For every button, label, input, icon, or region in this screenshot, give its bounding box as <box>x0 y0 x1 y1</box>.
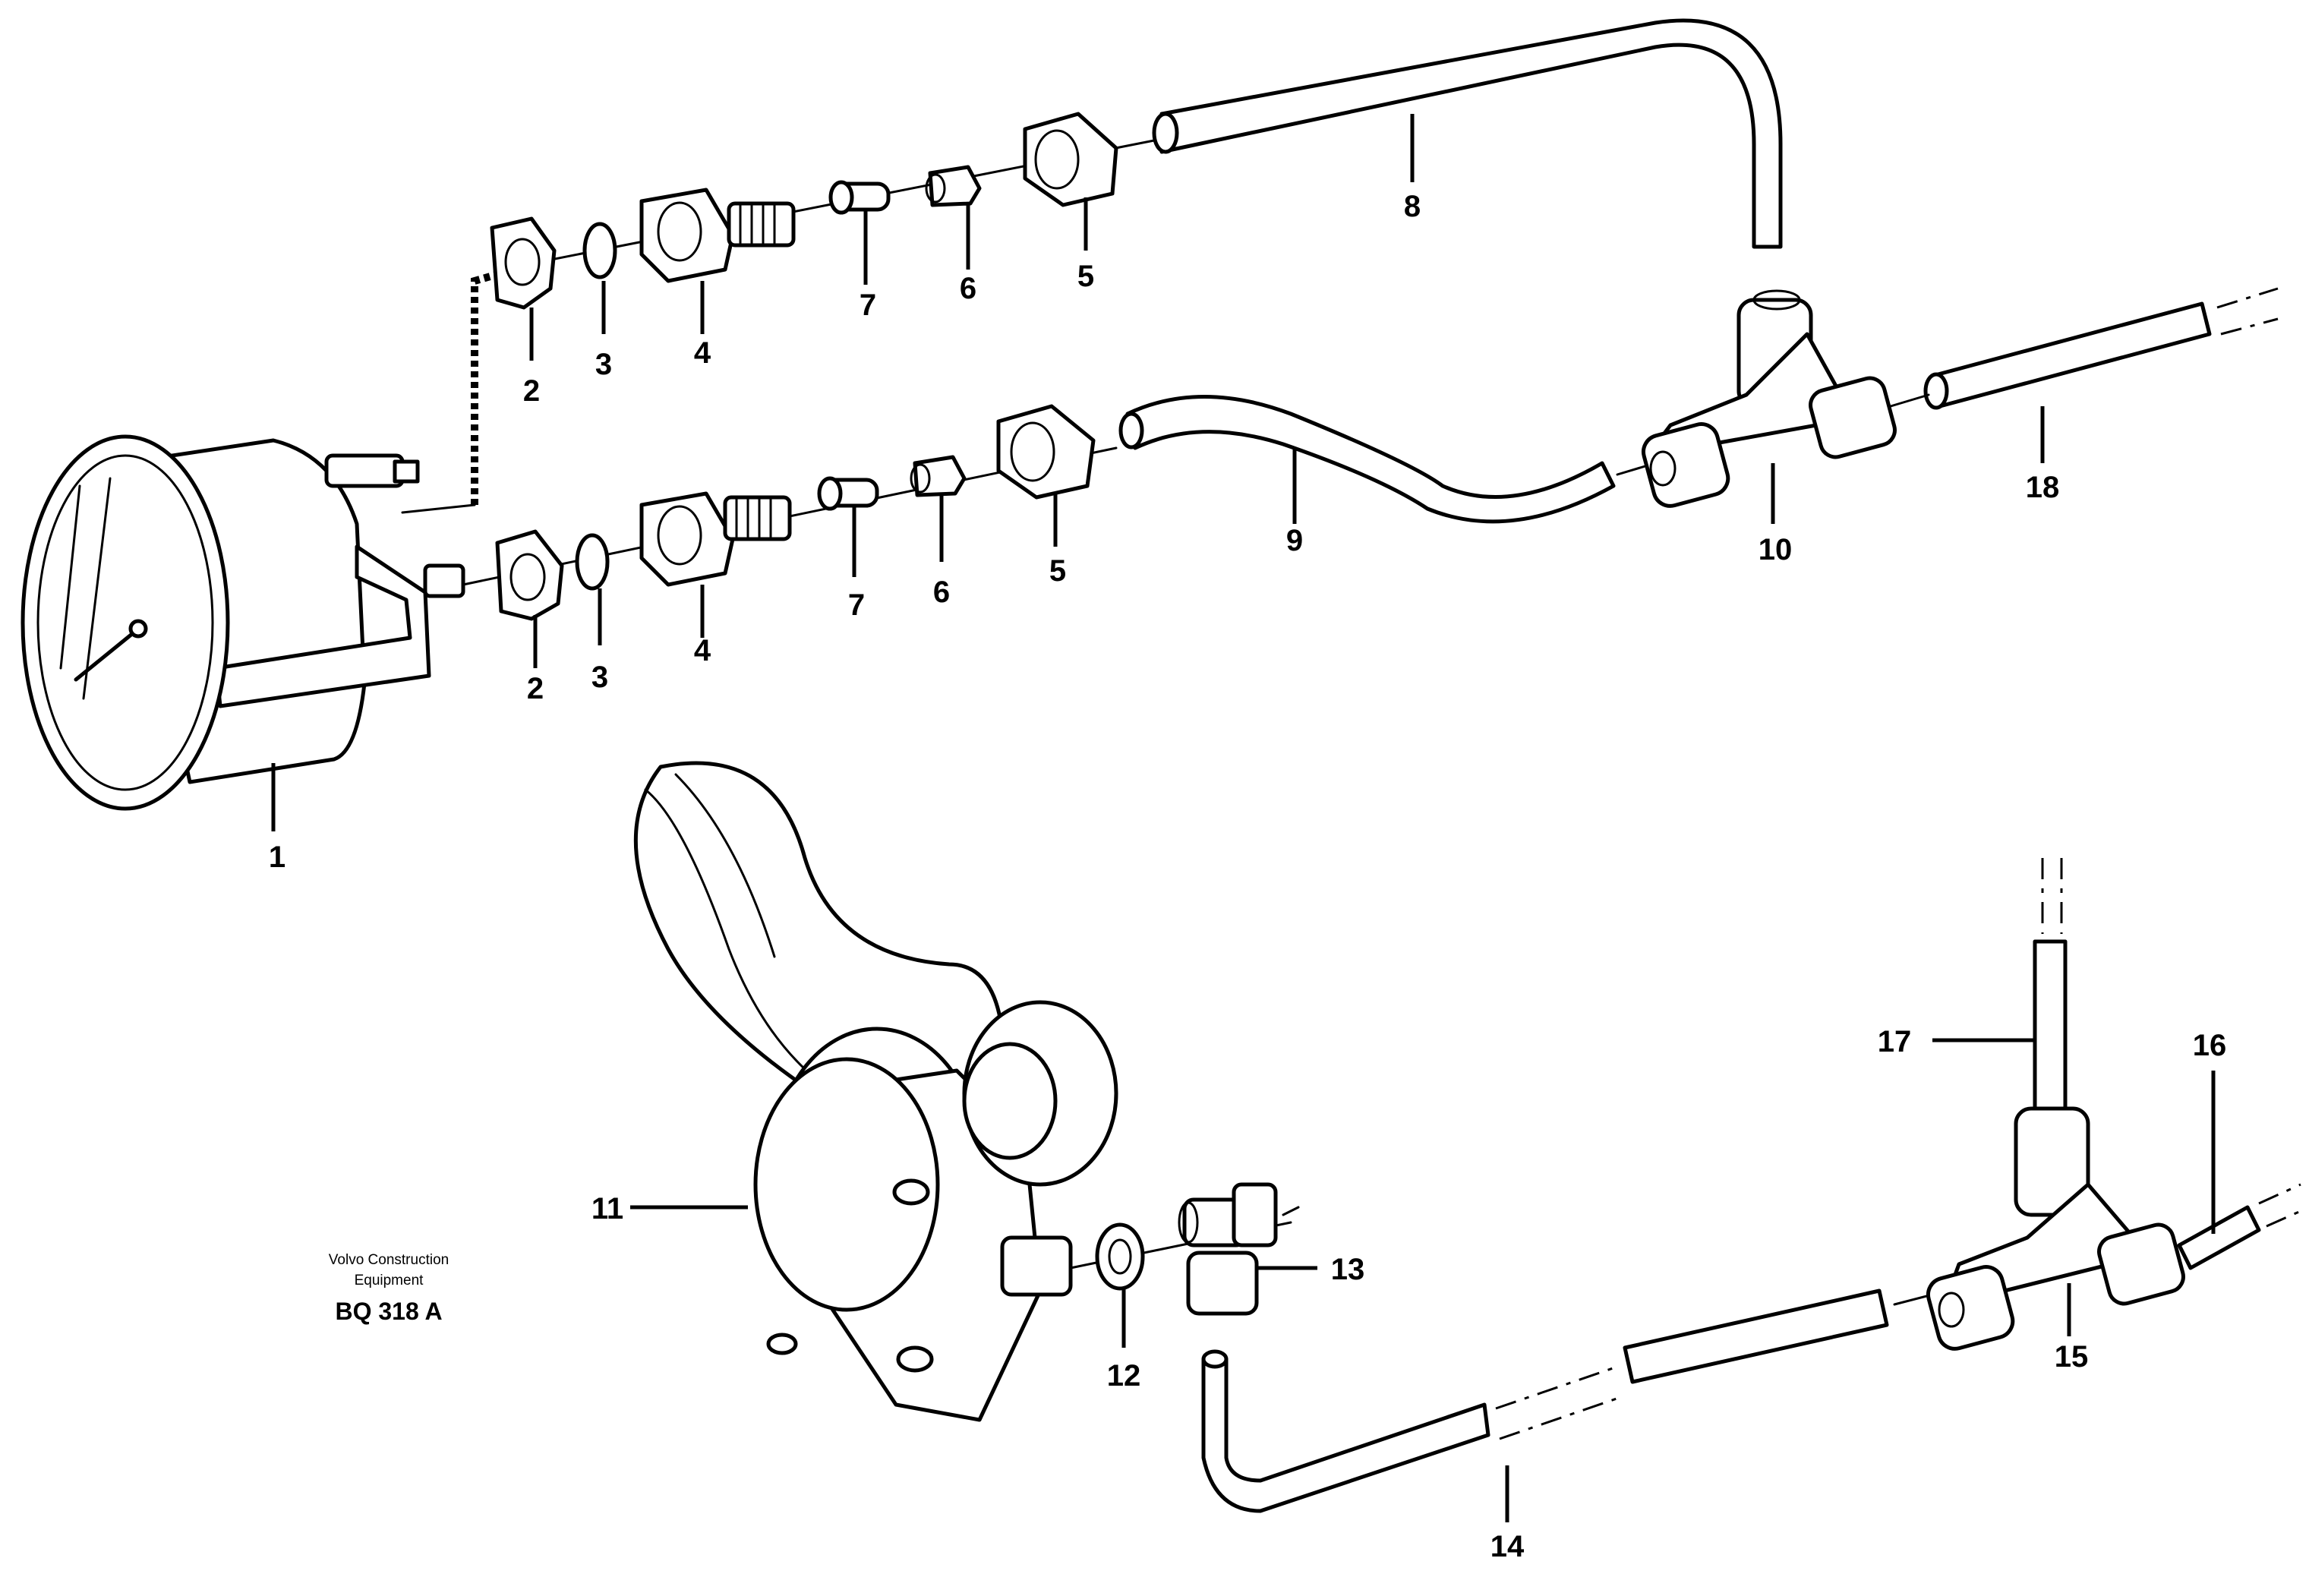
callout-11: 11 <box>591 1192 623 1225</box>
tee-15 <box>1926 1106 2185 1351</box>
callout-10: 10 <box>1759 533 1793 566</box>
callout-7-upper: 7 <box>860 289 876 322</box>
tube-16 <box>2177 1205 2261 1270</box>
callout-12: 12 <box>1107 1359 1141 1393</box>
air-horn <box>633 761 1118 1422</box>
tube-8 <box>1159 18 1783 249</box>
callout-17: 17 <box>1878 1025 1912 1058</box>
callout-4-lower: 4 <box>694 634 711 667</box>
callout-6-lower: 6 <box>933 576 950 609</box>
callout-13: 13 <box>1331 1253 1365 1286</box>
callout-9: 9 <box>1286 524 1303 557</box>
tube-17 <box>2033 939 2068 1111</box>
brand-line-1: Volvo Construction <box>329 1252 449 1268</box>
callout-14: 14 <box>1490 1530 1525 1563</box>
tee-10 <box>1641 289 1897 508</box>
callout-3-upper: 3 <box>595 348 612 381</box>
upper-fitting-row <box>490 112 1156 310</box>
callout-5-upper: 5 <box>1077 260 1094 293</box>
callout-18: 18 <box>2026 471 2060 504</box>
callout-7-lower: 7 <box>848 588 865 622</box>
leader-lines <box>271 114 2216 1522</box>
gauge-connection-dashed <box>471 270 503 505</box>
callout-labels: 1 2 3 4 7 6 5 8 2 3 4 7 6 5 9 10 18 11 1… <box>269 190 2226 1563</box>
callout-3-lower: 3 <box>591 661 608 694</box>
pressure-gauge <box>21 434 465 811</box>
tube-14 <box>1201 1357 1490 1513</box>
drawing-code: BQ 318 A <box>335 1298 442 1325</box>
callout-15: 15 <box>2055 1340 2089 1374</box>
callout-1: 1 <box>269 841 285 874</box>
callout-2-lower: 2 <box>527 672 544 705</box>
callout-2-upper: 2 <box>523 374 540 408</box>
brand-line-2: Equipment <box>355 1273 424 1288</box>
callout-4-upper: 4 <box>694 336 711 370</box>
tube-9 <box>1125 395 1616 524</box>
callout-6-upper: 6 <box>960 272 976 305</box>
brand-block: Volvo Construction Equipment BQ 318 A <box>329 1252 449 1325</box>
tube-18 <box>1930 301 2212 408</box>
callout-8: 8 <box>1404 190 1421 223</box>
callout-5-lower: 5 <box>1049 554 1066 588</box>
callout-16: 16 <box>2193 1029 2227 1062</box>
elbow-13 <box>1178 1182 1300 1316</box>
lower-fitting-row <box>462 404 1118 621</box>
